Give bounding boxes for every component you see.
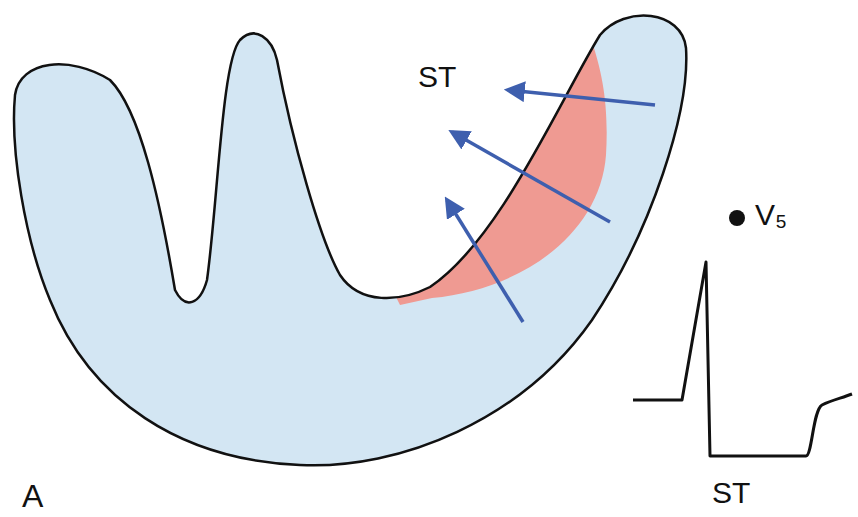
- panel-letter: A: [22, 480, 43, 512]
- ecg-trace: [633, 262, 852, 456]
- lead-label: V₅: [755, 200, 787, 230]
- electrode-dot: [729, 210, 745, 226]
- st-vectors: [447, 90, 655, 322]
- st-label: ST: [712, 478, 750, 508]
- ventricle-wall: [14, 16, 686, 466]
- st-vector: [447, 200, 523, 322]
- st-label: ST: [418, 62, 456, 92]
- injury-zone: [380, 15, 607, 305]
- st-vector: [452, 132, 610, 222]
- st-vector: [508, 90, 655, 105]
- ventricle-outline: [14, 16, 686, 466]
